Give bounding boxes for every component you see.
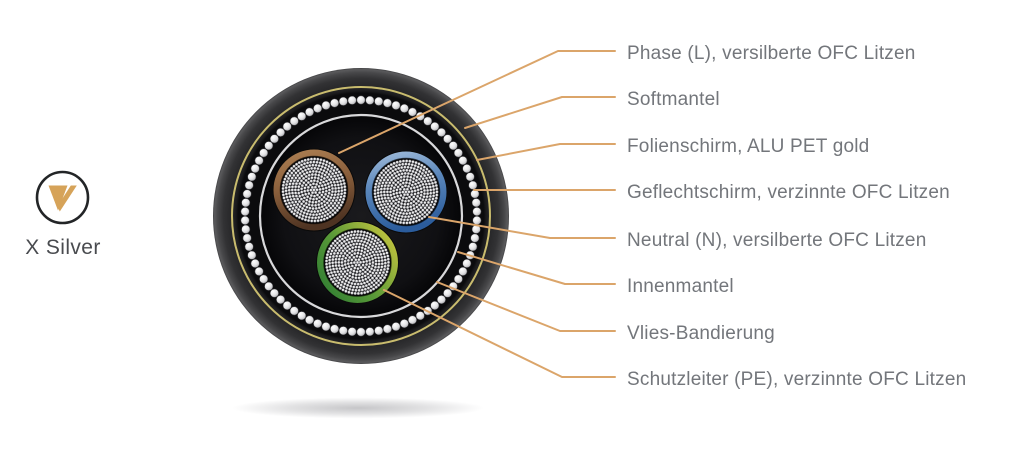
callout-label-softmantel: Softmantel <box>627 89 720 110</box>
callout-label-innenmantel: Innenmantel <box>627 276 734 297</box>
leader-line <box>457 251 616 285</box>
callout-label-vlies: Vlies-Bandierung <box>627 323 775 344</box>
leader-line <box>338 50 616 154</box>
leader-line <box>436 281 616 332</box>
brand-logo-icon <box>35 170 90 225</box>
conductor-phase <box>272 148 356 232</box>
callout-label-schutzleiter: Schutzleiter (PE), verzinnte OFC Litzen <box>627 369 967 390</box>
leader-line <box>383 289 616 378</box>
leader-line <box>464 96 616 129</box>
leader-line <box>428 216 616 239</box>
leader-line <box>476 143 616 161</box>
cable-shadow <box>232 397 484 419</box>
callout-label-neutral: Neutral (N), versilberte OFC Litzen <box>627 230 927 251</box>
conductor-neutral <box>364 150 448 234</box>
product-name: X Silver <box>25 236 101 259</box>
vlies-band-ring <box>258 113 464 319</box>
braid-shield-beads <box>240 95 482 337</box>
callout-label-geflechtschirm: Geflechtschirm, verzinnte OFC Litzen <box>627 182 950 203</box>
callout-leader-lines <box>338 50 616 378</box>
conductor-pe <box>316 221 399 304</box>
callout-label-phase: Phase (L), versilberte OFC Litzen <box>627 43 916 64</box>
callout-label-folienschirm: Folienschirm, ALU PET gold <box>627 136 870 157</box>
foil-shield-ring <box>231 86 491 346</box>
